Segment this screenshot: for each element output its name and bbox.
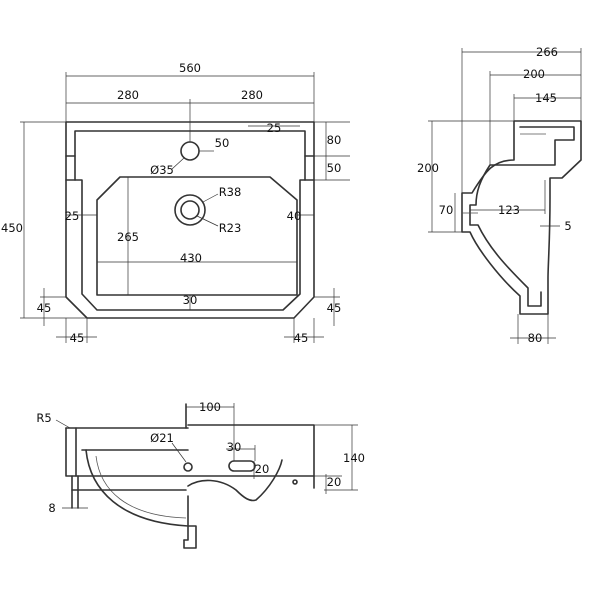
- plan-view: 560 280 280 25 50 80 50 Ø35 R38 R23 450 …: [1, 61, 350, 345]
- fixing-hole-icon: [292, 479, 298, 485]
- label-corner-radius: R5: [36, 411, 51, 425]
- section-bowl-inner-curve: [95, 455, 187, 519]
- waste-inner-circle-icon: [180, 200, 200, 220]
- label-edge-thickness: 8: [48, 501, 55, 515]
- label-section-height: 140: [343, 451, 365, 465]
- label-corner-left-h: 45: [70, 331, 85, 345]
- label-bowl-left: 25: [65, 209, 80, 223]
- label-overflow-diameter: Ø21: [150, 431, 174, 445]
- leader-line: [202, 193, 219, 203]
- label-overflow-height: 70: [439, 203, 454, 217]
- label-slot-width: 30: [227, 440, 242, 454]
- label-tap-diameter: Ø35: [150, 163, 174, 177]
- section-waste-outlet: [183, 495, 197, 549]
- label-rim-thickness: 5: [564, 219, 571, 233]
- label-side-step: 50: [327, 161, 342, 175]
- label-side-rim: 145: [535, 91, 557, 105]
- label-half-width-left: 280: [117, 88, 139, 102]
- label-slot-height: 20: [255, 462, 270, 476]
- label-half-width-right: 280: [241, 88, 263, 102]
- leader-line: [171, 442, 187, 463]
- label-overall-width: 560: [179, 61, 201, 75]
- side-view: 266 200 145 200 70 123 5 80: [417, 45, 582, 345]
- label-side-depth: 266: [536, 45, 558, 59]
- basin-rim-inner: [74, 130, 306, 311]
- tap-hole-icon: [180, 141, 200, 161]
- basin-outline-outer: [65, 121, 315, 319]
- label-side-inner: 200: [523, 67, 545, 81]
- section-bowl-curve-right: [187, 459, 283, 502]
- label-bowl-width: 430: [180, 251, 202, 265]
- label-top-rim: 80: [327, 133, 342, 147]
- label-tap-offset: 25: [267, 121, 282, 135]
- label-top-offset: 100: [199, 400, 221, 414]
- leader-line: [171, 157, 185, 170]
- label-waste-outer: R38: [219, 185, 242, 199]
- waste-outer-circle-icon: [174, 194, 206, 226]
- label-base-width: 80: [528, 331, 543, 345]
- side-profile-outer: [461, 120, 582, 315]
- label-bowl-depth: 265: [117, 230, 139, 244]
- label-tap-depth: 50: [215, 136, 230, 150]
- overflow-slot-icon: [228, 460, 256, 472]
- label-corner-right-v: 45: [327, 301, 342, 315]
- section-bowl-curve: [85, 449, 189, 541]
- label-waste-offset: 123: [498, 203, 520, 217]
- label-corner-right-h: 45: [294, 331, 309, 345]
- label-bowl-right: 40: [287, 209, 302, 223]
- label-waste-inner: R23: [219, 221, 242, 235]
- bowl-outline: [96, 176, 298, 296]
- label-side-height: 200: [417, 161, 439, 175]
- label-base-thickness: 20: [327, 475, 342, 489]
- section-view: R5 100 Ø21 30 20 140 20 8: [36, 400, 365, 549]
- label-corner-left-v: 45: [37, 301, 52, 315]
- side-profile-inner: [469, 126, 575, 307]
- label-overall-depth: 450: [1, 221, 23, 235]
- label-front-margin: 30: [183, 293, 198, 307]
- leader-line: [55, 419, 71, 429]
- overflow-hole-icon: [183, 462, 193, 472]
- leader-line: [196, 215, 219, 227]
